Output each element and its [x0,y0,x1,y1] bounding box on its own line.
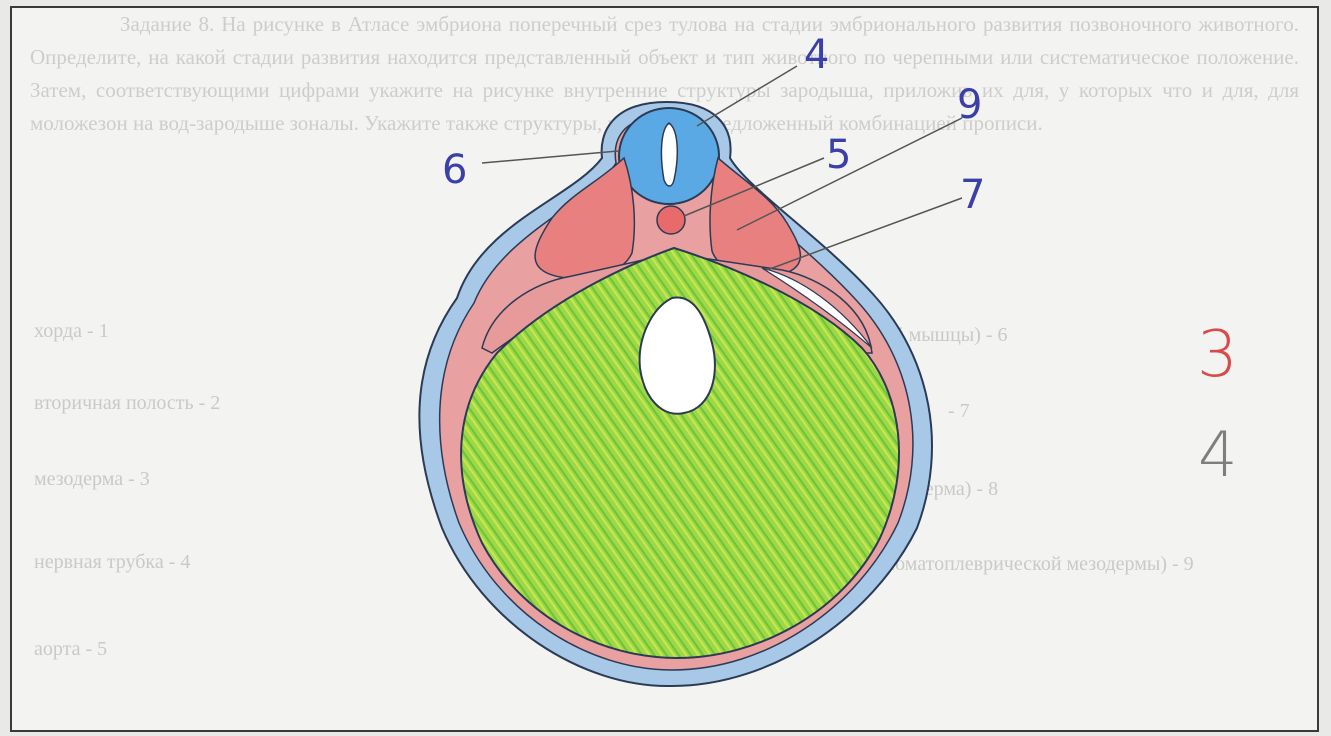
neural-canal [661,123,677,186]
grade-red: 3 [1197,318,1238,392]
embryo-cross-section-drawing: 4 6 5 9 7 [12,8,1319,732]
notochord [657,206,685,234]
label-7: 7 [960,172,985,218]
label-5: 5 [826,132,851,178]
worksheet-page: Задание 8. На рисунке в Атласе эмбриона … [10,6,1319,732]
label-4: 4 [804,32,829,78]
label-6: 6 [442,147,467,193]
label-9: 9 [957,82,982,128]
grade-gray: 4 [1198,418,1237,491]
